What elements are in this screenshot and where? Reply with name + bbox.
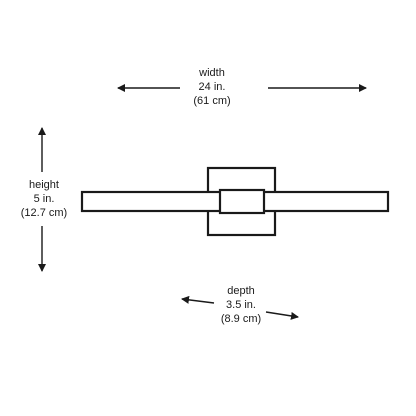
width-label: width 24 in. (61 cm) — [182, 66, 242, 108]
width-imperial: 24 in. — [198, 81, 226, 93]
center-mount-outline — [218, 188, 266, 215]
width-metric: (61 cm) — [193, 95, 231, 107]
width-title: width — [199, 67, 225, 79]
height-label: height 5 in. (12.7 cm) — [14, 178, 74, 220]
height-imperial: 5 in. — [33, 193, 55, 205]
depth-arrow-left — [181, 295, 215, 304]
depth-metric: (8.9 cm) — [220, 313, 262, 325]
height-title: height — [29, 179, 59, 191]
depth-title: depth — [227, 285, 255, 297]
height-metric: (12.7 cm) — [20, 207, 68, 219]
fixture-drawing — [80, 166, 390, 237]
depth-imperial: 3.5 in. — [226, 299, 256, 311]
depth-arrow-right — [265, 311, 299, 320]
depth-label: depth 3.5 in. (8.9 cm) — [211, 284, 271, 326]
depth-arrow — [181, 295, 299, 320]
